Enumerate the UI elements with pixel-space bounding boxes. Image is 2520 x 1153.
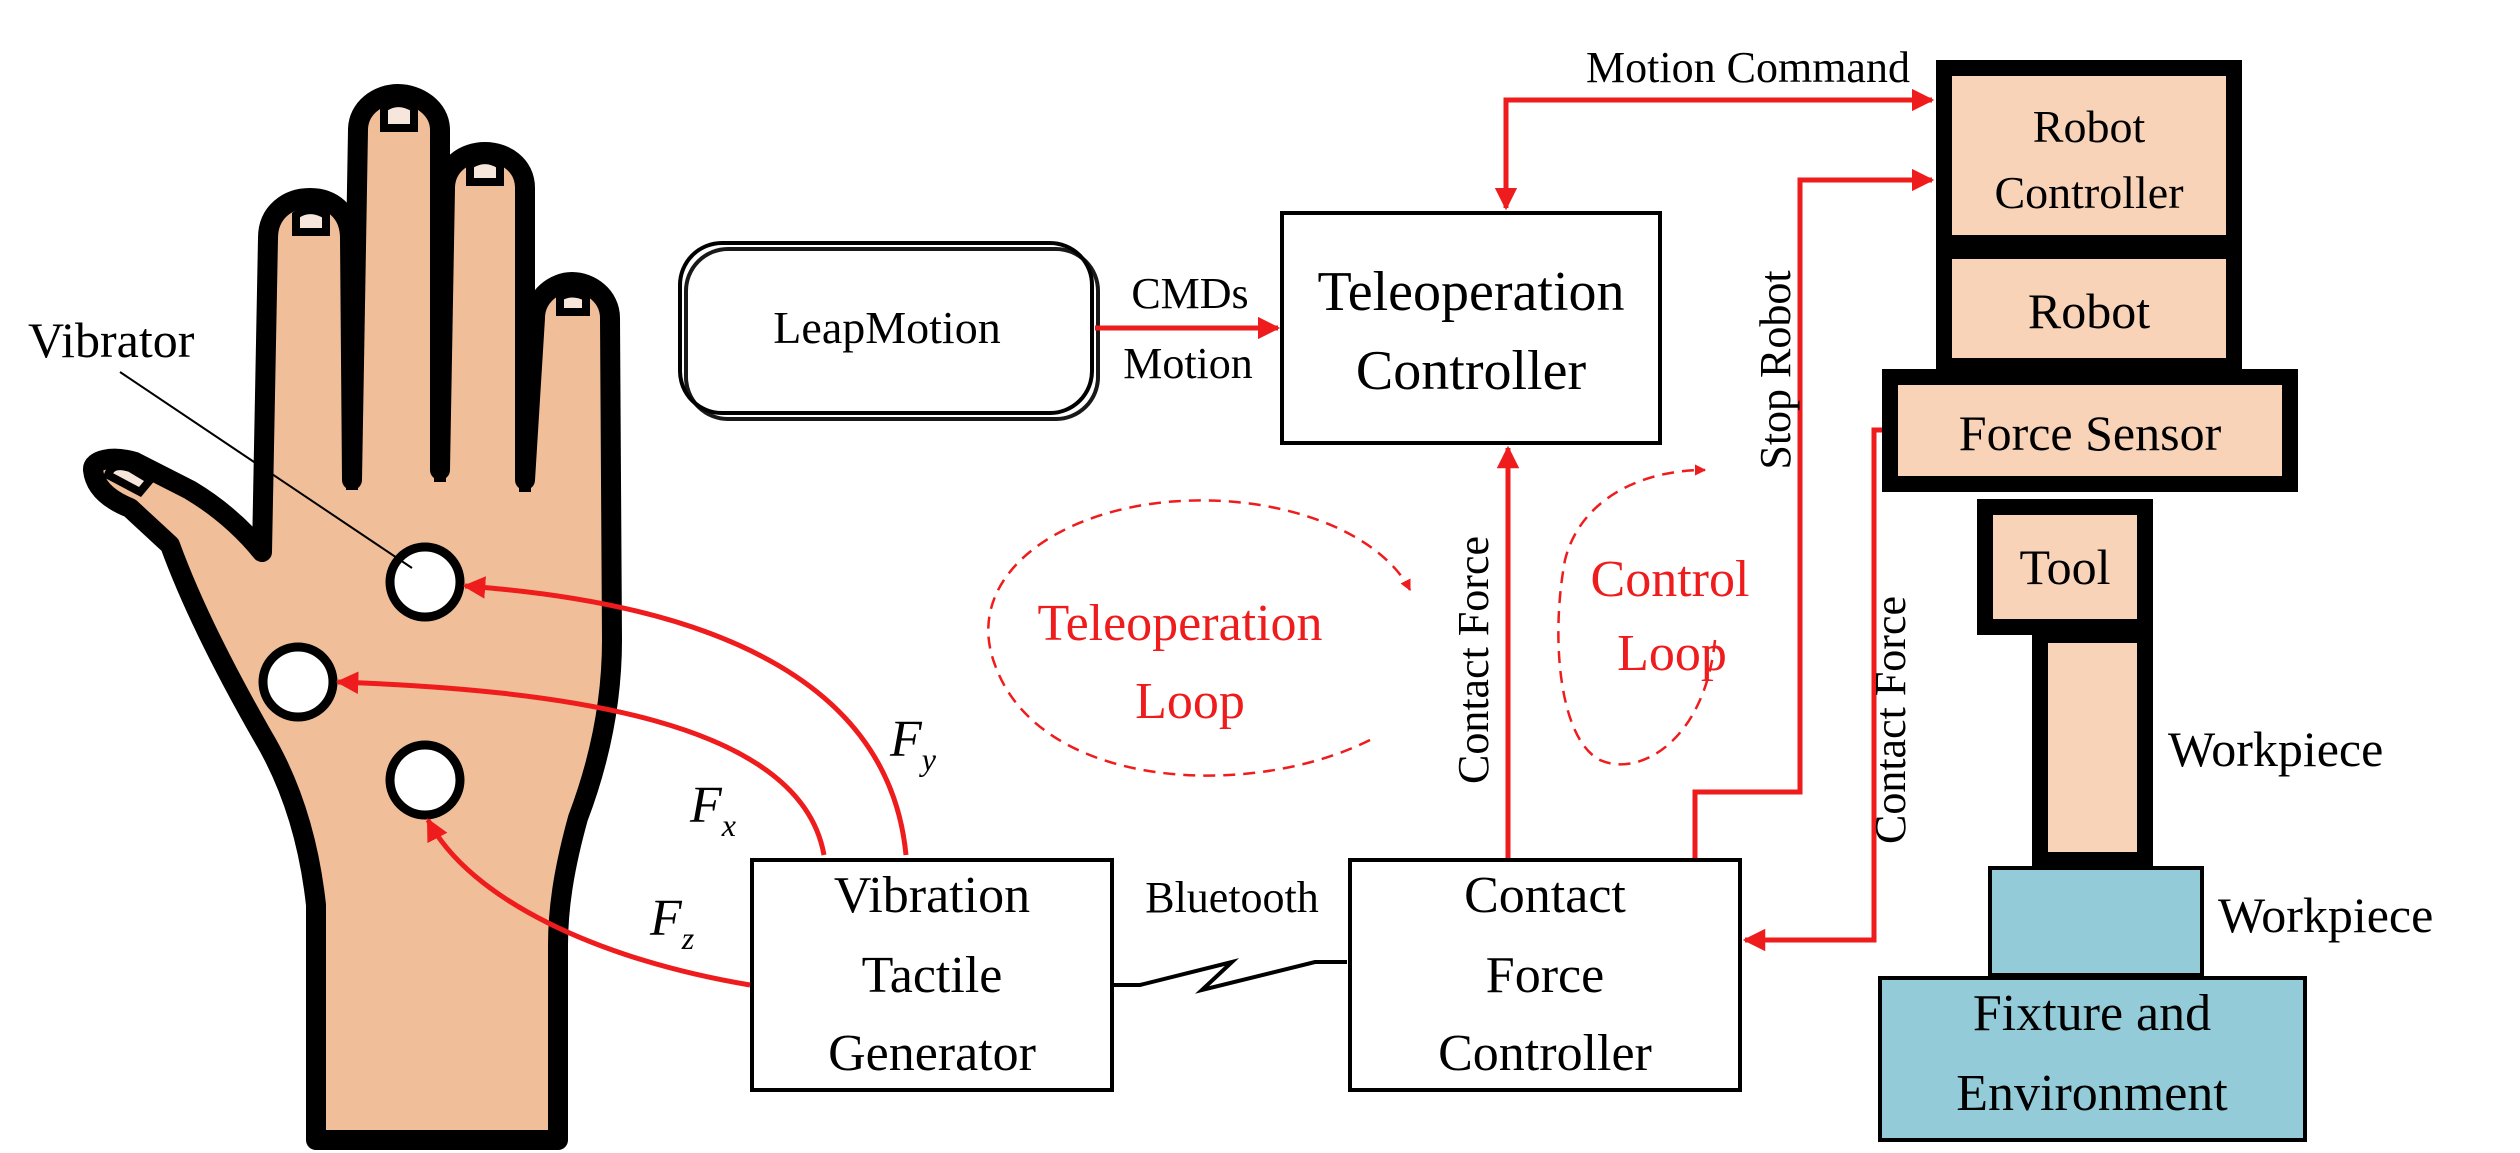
control-loop-label-2: Loop [1617,625,1727,682]
teleoperation-controller-box [1280,211,1662,445]
workpiece-lower-label: Workpiece [2218,887,2433,943]
vtg-label-1: Vibration [834,867,1030,924]
workpiece-upper-label: Workpiece [2168,721,2383,777]
teleoperation-loop-curve [987,499,1412,777]
bluetooth-link [1114,958,1347,994]
fixture-label-2: Environment [1956,1065,2228,1122]
cfc-label-2: Force [1486,947,1604,1004]
control-loop-label-1: Control [1591,551,1750,608]
cfc-label-1: Contact [1464,867,1626,924]
teleoperation-controller-label-2: Controller [1356,340,1587,402]
tool-box [1977,499,2153,635]
leapmotion-box [678,241,1094,415]
stop-robot-arrow [1692,168,1935,858]
leapmotion-shadow [684,247,1100,421]
fingernail [380,99,418,132]
fingernail [292,206,330,236]
contact-force-controller-box [1348,858,1742,1092]
motion-command-arrow [1494,88,1935,211]
leapmotion-label: LeapMotion [773,302,1000,353]
force-sensor-label: Force Sensor [1959,405,2222,461]
tool-label: Tool [2020,539,2111,595]
teleoperation-controller-label-1: Teleoperation [1317,261,1624,323]
vibration-tactile-generator-box [750,858,1114,1092]
contact-force-left-label: Contact Force [1449,536,1498,784]
force-sensor-box [1882,369,2298,492]
robot-controller-label-1: Robot [2033,101,2146,152]
robot-label: Robot [2028,283,2150,339]
control-loop-curve [1557,464,1717,766]
vibrator-circle-top [385,542,465,622]
cfc-label-3: Controller [1438,1025,1652,1082]
teleoperation-loop-label-1: Teleoperation [1037,595,1322,652]
fingernail [466,156,504,186]
fixture-label-1: Fixture and [1973,985,2211,1042]
vtg-label-2: Tactile [862,947,1003,1004]
fy-arrow [462,576,909,856]
robot-controller-label-2: Controller [1994,167,2183,218]
bluetooth-label: Bluetooth [1145,873,1319,922]
fz-label: Fz [649,890,695,956]
fx-arrow [335,671,827,856]
fixture-environment-box [1878,976,2307,1142]
vibrator-leader-line [119,371,413,569]
vibrator-circle-bottom [385,740,465,820]
hand-illustration [83,84,622,1150]
thumbnail [103,462,157,498]
cmds-label: CMDs [1131,269,1248,318]
vibrator-circle-middle [258,642,338,722]
workpiece-block [1988,866,2204,977]
contact-force-feedback-arrow [1742,427,1882,952]
workpiece-upper-bar [2032,627,2153,868]
vibrator-label: Vibrator [28,312,195,368]
motion-label: Motion [1123,339,1253,388]
robot-box [1936,243,2242,374]
motion-command-label: Motion Command [1586,43,1910,92]
stop-robot-label: Stop Robot [1751,270,1800,469]
fingernail [556,289,590,316]
fz-arrow [425,818,751,988]
fy-label: Fy [889,711,937,777]
contact-force-right-label: Contact Force [1866,596,1915,844]
teleoperation-loop-label-2: Loop [1135,673,1245,730]
fx-label: Fx [689,777,736,843]
hand-shape [83,84,622,1150]
vtg-label-3: Generator [828,1025,1036,1082]
